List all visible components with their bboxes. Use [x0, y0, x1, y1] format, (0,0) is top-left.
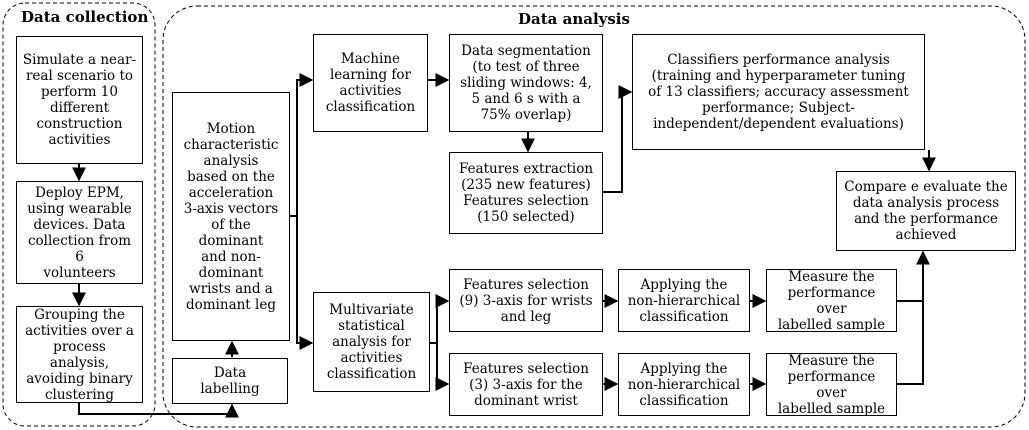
data-analysis-title: Data analysis: [518, 10, 630, 28]
measure-performance-1-text: Measure the performance over labelled sa…: [777, 268, 886, 333]
arrow-grouping-labelling: [78, 403, 239, 418]
features-extraction-text: Features extraction (235 new features) F…: [458, 161, 594, 225]
non-hierarchical-classification-1-box: Applying the non-hierarchical classifica…: [618, 269, 750, 332]
features-selection-dominant-wrist-text: Features selection (3) 3-axis for the do…: [463, 360, 589, 409]
compare-evaluate-box: Compare e evaluate the data analysis pro…: [836, 171, 1016, 251]
machine-learning-box: Machine learning for activities classifi…: [313, 34, 428, 132]
arrow-motion-ml: [290, 73, 314, 217]
measure-performance-2-box: Measure the performance over labelled sa…: [766, 352, 897, 417]
data-segmentation-box: Data segmentation (to test of three slid…: [449, 34, 603, 132]
features-selection-wrists-leg-box: Features selection (9) 3-axis for wrists…: [449, 269, 603, 332]
features-selection-wrists-leg-text: Features selection (9) 3-axis for wrists…: [459, 276, 593, 325]
multivariate-analysis-box: Multivariate statistical analysis for ac…: [313, 292, 430, 392]
arrow-multivariate-fs2: [435, 343, 450, 391]
grouping-activities-box: Grouping the activities over a process a…: [16, 306, 143, 403]
simulate-scenario-text: Simulate a near- real scenario to perfor…: [22, 52, 137, 148]
collection-frame: [2, 2, 156, 427]
motion-analysis-box: Motion characteristic analysis based on …: [172, 92, 290, 341]
features-extraction-box: Features extraction (235 new features) F…: [449, 152, 603, 234]
motion-analysis-text: Motion characteristic analysis based on …: [183, 120, 279, 313]
arrow-features-classifiers: [603, 85, 633, 193]
arrow-measure1-compare: [897, 250, 930, 302]
analysis-frame: [162, 5, 1026, 428]
measure-performance-1-box: Measure the performance over labelled sa…: [766, 268, 897, 333]
arrow-motion-multivariate: [296, 216, 314, 350]
non-hierarchical-classification-2-text: Applying the non-hierarchical classifica…: [627, 360, 741, 409]
non-hierarchical-classification-1-text: Applying the non-hierarchical classifica…: [627, 276, 741, 325]
data-segmentation-text: Data segmentation (to test of three slid…: [460, 43, 592, 123]
arrow-multivariate-fs1: [430, 294, 450, 344]
grouping-activities-text: Grouping the activities over a process a…: [25, 306, 134, 403]
simulate-scenario-box: Simulate a near- real scenario to perfor…: [16, 36, 143, 164]
classifiers-performance-text: Classifiers performance analysis (traini…: [648, 52, 909, 132]
data-collection-title: Data collection: [21, 8, 149, 26]
machine-learning-text: Machine learning for activities classifi…: [325, 51, 416, 115]
measure-performance-2-text: Measure the performance over labelled sa…: [777, 352, 886, 417]
compare-evaluate-text: Compare e evaluate the data analysis pro…: [844, 179, 1008, 243]
multivariate-analysis-text: Multivariate statistical analysis for ac…: [326, 302, 417, 382]
features-selection-dominant-wrist-box: Features selection (3) 3-axis for the do…: [449, 353, 603, 416]
data-labelling-box: Data labelling: [172, 358, 288, 404]
deploy-epm-text: Deploy EPM, using wearable devices. Data…: [27, 184, 132, 281]
data-labelling-text: Data labelling: [200, 365, 260, 397]
non-hierarchical-classification-2-box: Applying the non-hierarchical classifica…: [618, 353, 750, 416]
classifiers-performance-box: Classifiers performance analysis (traini…: [632, 34, 925, 150]
arrow-measure2-compare: [897, 301, 924, 385]
deploy-epm-box: Deploy EPM, using wearable devices. Data…: [16, 181, 143, 284]
